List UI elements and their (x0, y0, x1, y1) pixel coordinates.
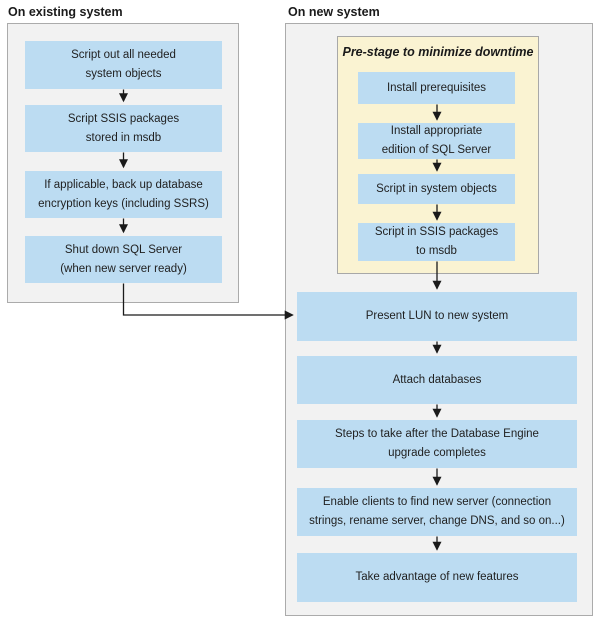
prestage-title: Pre-stage to minimize downtime (342, 45, 534, 59)
step-attach-databases: Attach databases (297, 356, 577, 404)
step-script-out-objects: Script out all needed system objects (25, 41, 222, 89)
step-present-lun: Present LUN to new system (297, 292, 577, 341)
step-post-upgrade-steps: Steps to take after the Database Engine … (297, 420, 577, 468)
step-install-prerequisites: Install prerequisites (358, 72, 515, 104)
step-take-advantage-new-features: Take advantage of new features (297, 553, 577, 602)
step-script-in-ssis-packages: Script in SSIS packages to msdb (358, 223, 515, 261)
new-system-heading: On new system (288, 5, 380, 19)
existing-system-heading: On existing system (8, 5, 123, 19)
step-script-ssis-packages: Script SSIS packages stored in msdb (25, 105, 222, 152)
step-script-in-system-objects: Script in system objects (358, 174, 515, 204)
step-shutdown-sql-server: Shut down SQL Server (when new server re… (25, 236, 222, 283)
step-backup-encryption-keys: If applicable, back up database encrypti… (25, 171, 222, 218)
step-enable-clients: Enable clients to find new server (conne… (297, 488, 577, 536)
step-install-sql-edition: Install appropriate edition of SQL Serve… (358, 123, 515, 159)
